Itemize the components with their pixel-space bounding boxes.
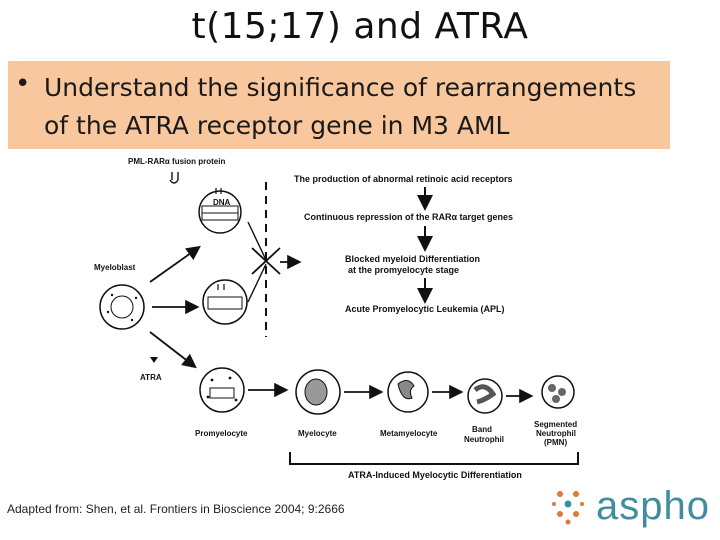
cell-label-myelocyte: Myelocyte <box>298 429 337 438</box>
aspho-logo <box>552 491 584 525</box>
cell-label-promyelocyte: Promyelocyte <box>195 429 248 438</box>
step-1: The production of abnormal retinoic acid… <box>294 174 513 184</box>
segmented-neutrophil-cell <box>541 375 575 409</box>
cell-label-metamyelocyte: Metamyelocyte <box>380 429 438 438</box>
differentiation-bracket <box>289 452 579 465</box>
promyelocyte-cell <box>199 367 245 413</box>
fusion-protein-label: PML-RARα fusion protein <box>128 157 225 166</box>
metamyelocyte-cell <box>387 371 429 413</box>
fusion-protein-icon <box>169 172 179 184</box>
cell-label-neutrophil-2: Neutrophil <box>536 429 576 438</box>
step-3a: Blocked myeloid Differentiation <box>345 254 480 264</box>
step-4: Acute Promyelocytic Leukemia (APL) <box>345 304 505 314</box>
bullet-dot: • <box>15 69 31 99</box>
slide-title: t(15;17) and ATRA <box>191 6 529 47</box>
cell-label-segmented: Segmented <box>534 420 577 429</box>
dna-label: DNA <box>213 198 231 207</box>
myeloblast-label: Myeloblast <box>94 263 136 272</box>
atra-icon <box>150 357 158 363</box>
bullet-banner <box>8 61 670 149</box>
step-2: Continuous repression of the RARα target… <box>304 212 513 222</box>
bracket-label: ATRA-Induced Myelocytic Differentiation <box>348 470 522 480</box>
cell-blocked <box>202 279 248 325</box>
source-caption: Adapted from: Shen, et al. Frontiers in … <box>7 502 345 516</box>
atra-label: ATRA <box>140 373 162 382</box>
cell-label-band: Band <box>472 425 492 434</box>
atra-diagram: PML-RARα fusion protein DNA Myeloblast A… <box>94 157 579 480</box>
logo-text: aspho <box>596 484 710 528</box>
step-3b: at the promyelocyte stage <box>348 265 459 275</box>
myelocyte-cell <box>295 369 341 415</box>
cell-label-neutrophil: Neutrophil <box>464 435 504 444</box>
myeloblast-cell <box>99 284 145 330</box>
bullet-text: Understand the significance of rearrange… <box>44 73 637 140</box>
band-neutrophil-cell <box>467 378 503 414</box>
logo-dots-icon <box>552 491 584 525</box>
cell-label-pmn: (PMN) <box>544 438 567 447</box>
cell-with-dna: DNA <box>198 188 242 234</box>
